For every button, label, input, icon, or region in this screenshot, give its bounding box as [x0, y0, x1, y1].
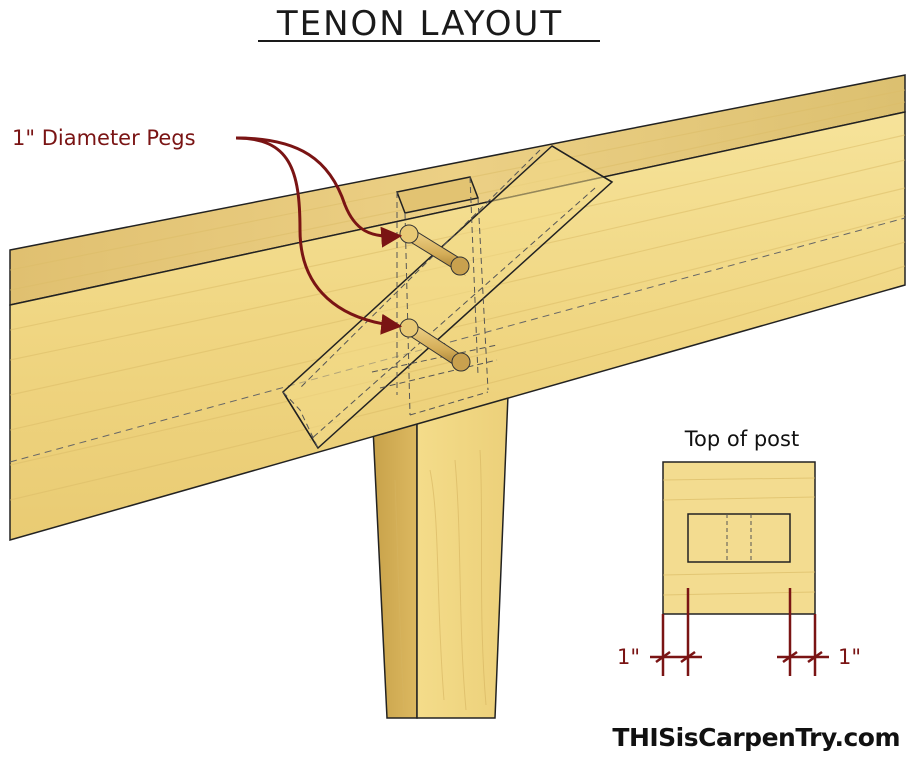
peg-callout-label: 1" Diameter Pegs [12, 126, 196, 150]
inset-top-of-post: Top of post 1" 1" [617, 427, 861, 676]
post-front-face [416, 394, 509, 719]
brand-watermark: THISisCarpenTry.com [612, 723, 900, 752]
post-side-face [372, 419, 418, 719]
beam-hidden-line [9, 217, 906, 463]
dimension-left [650, 588, 702, 676]
inset-title: Top of post [684, 427, 799, 451]
peg-callout: 1" Diameter Pegs [12, 126, 403, 335]
dimension-right-label: 1" [838, 645, 861, 669]
peg-upper [399, 224, 470, 276]
callout-arrow-upper [235, 136, 403, 248]
tenon-footprint [687, 513, 791, 563]
peg-lower [399, 318, 471, 372]
brace [282, 145, 614, 450]
callout-arrow-lower [235, 136, 403, 335]
post [372, 394, 509, 719]
dimension-left-label: 1" [617, 645, 640, 669]
diagram-title: TENON LAYOUT [276, 4, 563, 44]
dimension-right [777, 588, 829, 676]
mortise-outline [371, 176, 498, 416]
